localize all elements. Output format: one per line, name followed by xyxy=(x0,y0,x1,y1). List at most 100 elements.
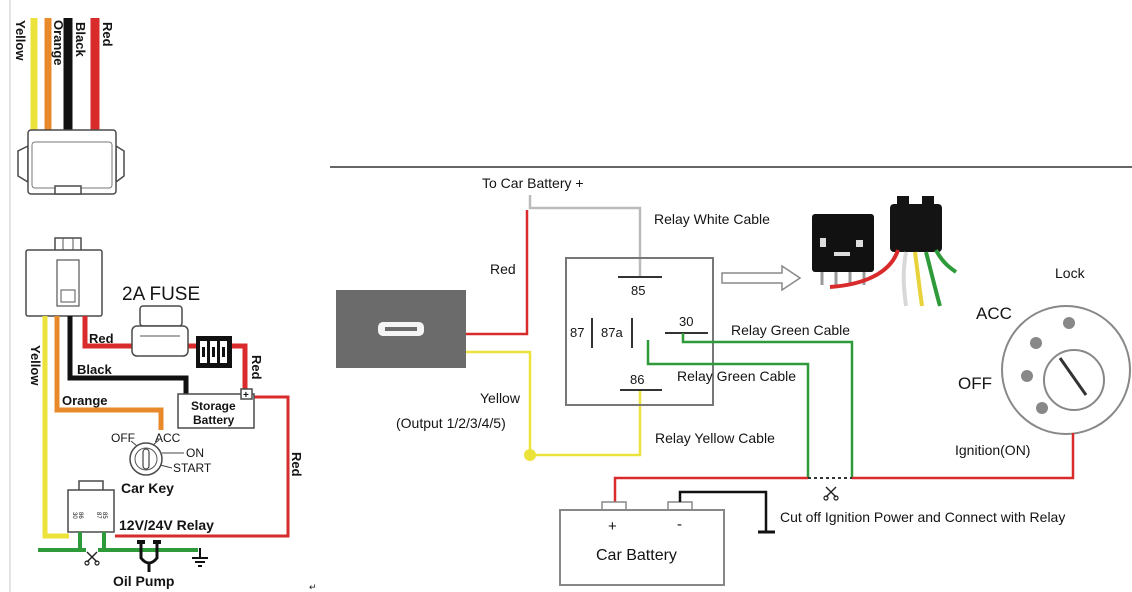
socket-wire-white xyxy=(901,251,908,307)
ignition-off-label: OFF xyxy=(958,374,992,393)
relay-socket-photo xyxy=(829,196,958,307)
oil-pump-label: Oil Pump xyxy=(113,573,174,589)
ignition-key-lever xyxy=(1058,357,1088,396)
connector-slot-inner xyxy=(60,289,76,303)
yellow-junction-dot xyxy=(524,449,536,461)
relay-red-label: Red xyxy=(289,452,304,477)
car-battery: + - Car Battery xyxy=(559,501,725,586)
storage-battery-terminal xyxy=(240,388,253,400)
oil-pump-icon xyxy=(137,540,161,572)
relay-pin-label: 87 xyxy=(95,512,101,519)
ground-icon xyxy=(192,548,208,567)
to-battery-label: To Car Battery + xyxy=(482,175,584,191)
black-wire-label-top: Black xyxy=(73,22,88,57)
fuse-title: 2A FUSE xyxy=(122,284,200,305)
red-wire-to-fuse xyxy=(82,316,133,349)
scissors-handle xyxy=(84,560,90,566)
relay-pin-30-label: 30 xyxy=(679,314,693,329)
relay-pin-label: 85 xyxy=(101,512,107,519)
yellow-wire-label-top: Yellow xyxy=(13,20,28,61)
green-cable-87a xyxy=(646,340,810,478)
ignition-position-dot xyxy=(1063,317,1075,329)
yellow-relay-cable-label: Relay Yellow Cable xyxy=(655,430,775,446)
relay-photo-mark xyxy=(820,238,826,247)
black-wire-label: Black xyxy=(77,362,112,377)
fuse-red-label: Red xyxy=(89,331,114,346)
red-wire-label-top: Red xyxy=(100,22,115,47)
car-battery-plus-sign: + xyxy=(608,518,617,535)
red-wire-block-to-battery xyxy=(231,343,248,391)
scissors-icon xyxy=(84,551,100,566)
harness-connector-top xyxy=(17,129,125,195)
white-cable xyxy=(528,195,642,277)
port-slot xyxy=(385,327,417,331)
ignition-red-cable-right xyxy=(852,433,1075,480)
fuse-holder xyxy=(131,305,189,357)
fuse-block-pin-core xyxy=(202,347,205,357)
left-panel: Yellow Orange Black Red 2A F xyxy=(9,0,317,592)
socket-wire-green xyxy=(934,249,958,274)
relay-small: 30 86 87 85 xyxy=(67,480,115,533)
red-cable-label: Red xyxy=(490,261,516,277)
ignition-position-dot xyxy=(1030,337,1042,349)
hollow-right-arrow-icon xyxy=(721,264,802,292)
relay-pin-87a-label: 87a xyxy=(601,325,623,340)
battery-feed-red-label: Red xyxy=(249,355,264,380)
return-mark: ↵ xyxy=(309,582,317,592)
car-key-off: OFF xyxy=(111,431,135,445)
car-battery-label: Car Battery xyxy=(596,547,677,564)
car-key-label: Car Key xyxy=(121,480,174,496)
scissors-blade xyxy=(825,486,837,498)
connector-body xyxy=(27,129,117,195)
car-key-on: ON xyxy=(186,446,204,460)
ignition-position-dot xyxy=(1036,402,1048,414)
yellow-wire-label: Yellow xyxy=(28,345,43,386)
key-off-tick xyxy=(130,440,138,447)
relay-small-label: 12V/24V Relay xyxy=(119,517,214,533)
connector-notch xyxy=(54,185,82,195)
ignition-on-label: Ignition(ON) xyxy=(955,442,1030,458)
red-cable xyxy=(466,210,529,336)
relay-photo-body xyxy=(812,214,874,272)
black-wire-to-battery xyxy=(67,316,189,394)
scissors-icon xyxy=(823,486,839,501)
green-cable-label-lower: Relay Green Cable xyxy=(677,368,796,384)
socket-wire-yellow xyxy=(913,251,924,307)
orange-wire-label: Orange xyxy=(62,393,108,408)
yellow-wire-to-relay xyxy=(42,316,69,539)
yellow-cable-label: Yellow xyxy=(480,390,521,406)
relay-pin-87-label: 87 xyxy=(570,325,584,340)
car-key-acc: ACC xyxy=(155,431,181,445)
ignition-switch xyxy=(1001,305,1131,435)
relay-pin-label: 86 xyxy=(77,512,83,519)
oil-pump-cap xyxy=(137,540,145,544)
scissors-handle xyxy=(833,495,839,501)
ignition-acc-label: ACC xyxy=(976,304,1012,323)
fuse-block-pin-core xyxy=(222,347,225,357)
relay-photo-mark xyxy=(856,240,863,247)
relay-socket-body xyxy=(890,204,942,252)
relay-schematic: 85 87 87a 30 86 xyxy=(565,257,714,406)
red-wire-battery-to-relay xyxy=(115,395,290,538)
relay-pin-label: 30 xyxy=(71,512,77,519)
relay-pin-85-label: 85 xyxy=(631,283,645,298)
storage-battery-label-line2: Battery xyxy=(193,413,235,427)
storage-battery-terminal-sign: + xyxy=(243,390,249,401)
fuse-block xyxy=(196,336,232,368)
car-key-slot xyxy=(142,448,150,470)
output-label: (Output 1/2/3/4/5) xyxy=(396,415,506,431)
car-battery-body xyxy=(559,509,725,586)
white-cable-label: Relay White Cable xyxy=(654,211,770,227)
oil-pump-cap xyxy=(153,540,161,544)
car-key-start: START xyxy=(173,461,212,475)
ignition-red-cable-left xyxy=(613,476,808,502)
connector-right-latch xyxy=(115,144,125,184)
harness-connector-bottom xyxy=(25,237,103,317)
green-cable-label-upper: Relay Green Cable xyxy=(731,322,850,338)
car-key-dial-inner xyxy=(134,447,158,471)
right-panel: To Car Battery + Relay White Cable Red Y… xyxy=(330,166,1132,586)
fuse-holder-top xyxy=(139,305,183,327)
scissors-handle xyxy=(823,495,829,501)
tracker-device xyxy=(336,290,466,368)
